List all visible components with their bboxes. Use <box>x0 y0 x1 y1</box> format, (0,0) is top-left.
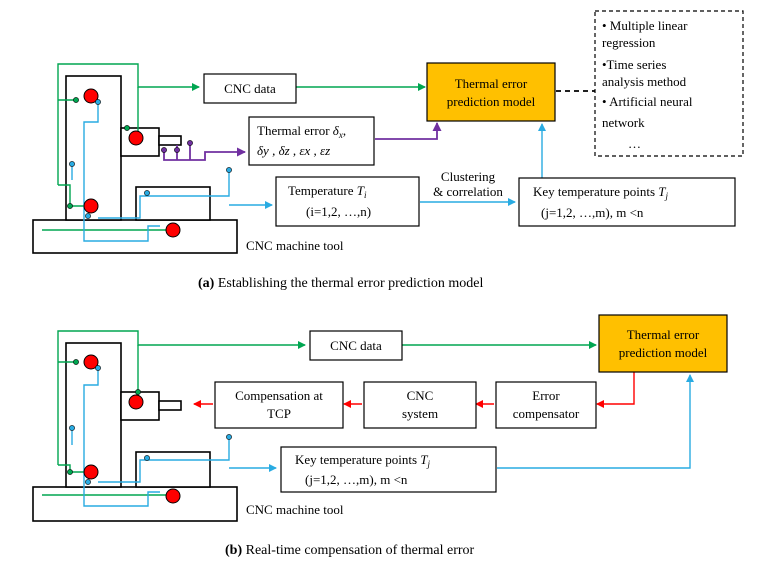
connector-dot <box>174 147 180 153</box>
error-comp-label-line1-b: Error <box>532 388 560 403</box>
machine-base-b <box>32 486 238 522</box>
cnc-system-label-line1-b: CNC <box>407 388 434 403</box>
connector-dot <box>161 147 167 153</box>
model-to-compensator-b <box>596 372 635 408</box>
temp-wire-a3 <box>98 170 230 219</box>
method-item: … <box>628 136 641 151</box>
machine-label-b: CNC machine tool <box>246 502 344 517</box>
temp-sensor-icon <box>128 394 144 410</box>
cnc-data-wire-a <box>57 63 200 185</box>
cnc-data-box-b <box>309 330 403 361</box>
key-temp-label-line1-a: Key temperature points Tj <box>533 184 669 201</box>
error-compensator-box-b <box>495 381 597 429</box>
wire-b2 <box>58 464 90 473</box>
temp-wire-b1 <box>83 368 160 507</box>
thermal-error-to-model-a <box>375 122 442 140</box>
connector-dot <box>226 434 232 440</box>
connector-dot <box>144 455 150 461</box>
panel-b: CNC data Thermal error prediction model … <box>32 314 728 558</box>
thermal-error-label-line1-a: Thermal error δx, <box>257 123 346 140</box>
cnc-data-label-b: CNC data <box>330 338 382 353</box>
panel-a: CNC data Thermal error prediction model … <box>32 10 744 291</box>
temp-wire-b3 <box>98 437 230 483</box>
cnc-data-label-a: CNC data <box>224 81 276 96</box>
key-temp-label-line2-b: (j=1,2, …,m), m <n <box>305 472 408 487</box>
machine-base-a <box>32 219 238 254</box>
connector-dot <box>69 161 75 167</box>
temperature-label-line2-a: (i=1,2, …,n) <box>306 204 371 219</box>
cnc-data-wire-b <box>57 330 306 465</box>
spindle-a <box>158 135 182 146</box>
machine-tool-b <box>32 342 238 522</box>
connector-dot <box>85 479 91 485</box>
thermal-error-box-a <box>248 116 375 166</box>
connector-dot <box>95 365 101 371</box>
connector-dot <box>73 97 79 103</box>
thermal-error-wire-a <box>163 147 246 161</box>
spindle-b <box>158 400 182 411</box>
key-temperature-box-a <box>518 177 736 227</box>
clustering-label-line1-a: Clustering <box>441 169 496 184</box>
connector-dot <box>187 140 193 146</box>
temp-sensor-icon <box>165 222 181 238</box>
temp-sensor-icon <box>83 88 99 104</box>
key-to-model-b <box>497 374 694 469</box>
connector-dot <box>85 213 91 219</box>
model-label-line2-b: prediction model <box>619 345 708 360</box>
connector-dot <box>124 125 130 131</box>
method-item: • Artificial neural <box>602 94 693 109</box>
temp-sensor-icon <box>83 198 99 214</box>
connector-dot <box>67 469 73 475</box>
method-item: •Time series <box>602 57 666 72</box>
compensation-label-line2-b: TCP <box>267 406 291 421</box>
temp-sensor-icon <box>128 130 144 146</box>
method-item: • Multiple linear <box>602 18 688 33</box>
temperature-label-line1-a: Temperature Ti <box>288 183 367 200</box>
model-label-line1-a: Thermal error <box>455 76 528 91</box>
connector-dot <box>95 99 101 105</box>
compensation-box-b <box>214 381 344 429</box>
caption-b: (b) Real-time compensation of thermal er… <box>225 543 475 558</box>
temp-sensor-icon <box>83 464 99 480</box>
cnc-system-box-b <box>363 381 477 429</box>
thermal-error-label-line2-a: δy , δz , εx , εz <box>257 143 330 158</box>
key-temp-label-line2-a: (j=1,2, …,m), m <n <box>541 205 644 220</box>
method-item: analysis method <box>602 74 687 89</box>
key-temp-label-line1-b: Key temperature points Tj <box>295 452 431 469</box>
connector-dot <box>67 203 73 209</box>
temp-sensor-icon <box>83 354 99 370</box>
method-item: network <box>602 115 645 130</box>
connector-dot <box>135 389 141 395</box>
error-comp-label-line2-b: compensator <box>513 406 580 421</box>
connector-dot <box>69 425 75 431</box>
temp-sensor-icon <box>165 488 181 504</box>
prediction-model-box-a <box>426 62 556 122</box>
model-label-line1-b: Thermal error <box>627 327 700 342</box>
connector-dot <box>226 167 232 173</box>
wire-a2 <box>58 184 90 207</box>
connector-dot <box>73 359 79 365</box>
caption-a: (a) Establishing the thermal error predi… <box>198 276 483 291</box>
cnc-system-label-line2-b: system <box>402 406 438 421</box>
temperature-box-a <box>275 176 420 227</box>
method-item: regression <box>602 35 656 50</box>
prediction-model-box-b <box>598 314 728 373</box>
temp-wire-a1 <box>83 102 160 242</box>
connector-dot <box>144 190 150 196</box>
clustering-label-line2-a: & correlation <box>433 184 503 199</box>
methods-box-a <box>594 10 744 157</box>
cnc-data-box-a <box>203 73 297 104</box>
compensation-label-line1-b: Compensation at <box>235 388 323 403</box>
machine-label-a: CNC machine tool <box>246 238 344 253</box>
model-label-line2-a: prediction model <box>447 94 536 109</box>
key-temperature-box-b <box>280 446 497 493</box>
